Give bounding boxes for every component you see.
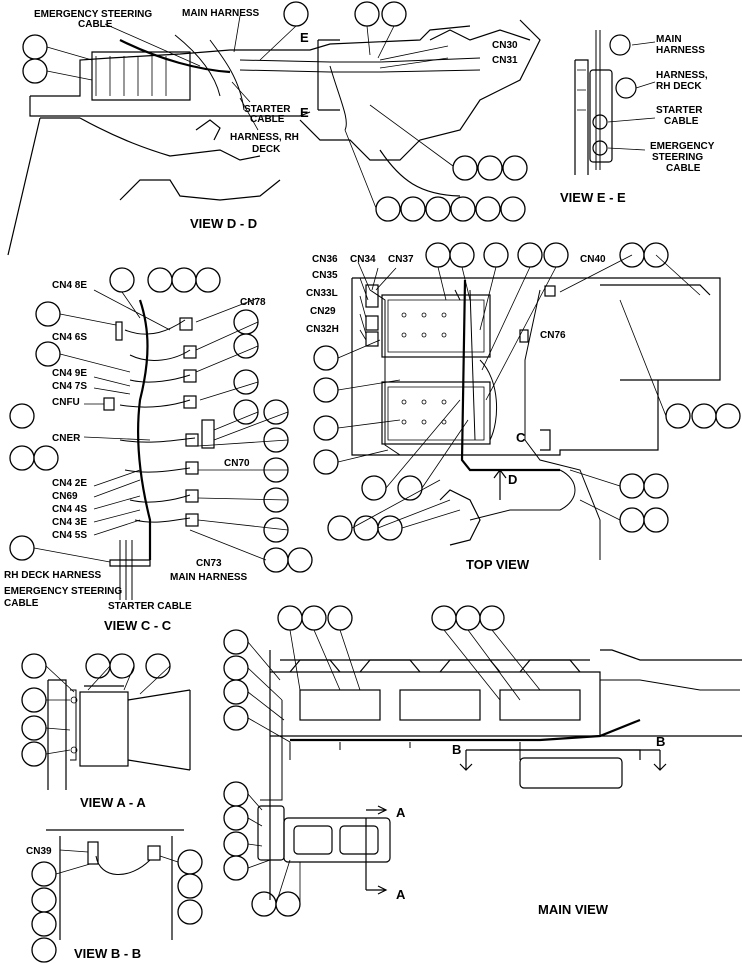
label-cn36: CN36 (312, 254, 338, 265)
label-emergency-ee-2: STEERING (652, 152, 703, 163)
label-rh-deck-harness: RH DECK HARNESS (4, 570, 102, 581)
main-view-title: MAIN VIEW (538, 902, 609, 917)
view-bb-title: VIEW B - B (74, 946, 141, 961)
label-cn48e: CN4 8E (52, 280, 87, 291)
label-starter-ee-1: STARTER (656, 105, 703, 116)
view-aa-callouts (21, 653, 171, 767)
main-view-callouts (223, 605, 505, 917)
label-cn70: CN70 (224, 458, 250, 469)
label-cn73: CN73 (196, 558, 222, 569)
label-main-harness-ee-2: HARNESS (656, 45, 705, 56)
label-cnfu: CNFU (52, 397, 80, 408)
view-ee-title: VIEW E - E (560, 190, 626, 205)
label-emergency-cc-1: EMERGENCY STEERING (4, 586, 122, 597)
label-cn43e: CN4 3E (52, 517, 87, 528)
label-cn40: CN40 (580, 254, 606, 265)
section-e-bottom: E (300, 105, 309, 120)
label-cn31: CN31 (492, 55, 518, 66)
view-dd: EMERGENCY STEERING CABLE MAIN HARNESS ST… (7, 1, 541, 256)
section-e-top: E (300, 30, 309, 45)
label-harness-rh-ee-1: HARNESS, (656, 70, 708, 81)
section-d-marker: D (508, 472, 517, 487)
label-harness-rh-dd-1: HARNESS, RH (230, 132, 299, 143)
label-cn69: CN69 (52, 491, 78, 502)
view-bb-callouts (31, 849, 203, 963)
label-emergency-ee-1: EMERGENCY (650, 141, 715, 152)
label-starter-dd-2: CABLE (250, 114, 285, 125)
label-emergency-cc-2: CABLE (4, 598, 39, 609)
label-cn34: CN34 (350, 254, 376, 265)
section-c-marker: C (516, 430, 526, 445)
top-view-title: TOP VIEW (466, 557, 530, 572)
battery-terminals (401, 312, 447, 425)
label-emergency-ee-3: CABLE (666, 163, 701, 174)
label-cn45s: CN4 5S (52, 530, 87, 541)
label-cn39: CN39 (26, 846, 52, 857)
label-cn46s: CN4 6S (52, 332, 87, 343)
label-cn32h: CN32H (306, 324, 339, 335)
top-view-callouts (313, 242, 741, 541)
view-cc: CN4 8E CN78 CN4 6S CN4 9E CN4 7S CNFU CN… (4, 267, 313, 633)
label-cn42e: CN4 2E (52, 478, 87, 489)
label-cner: CNER (52, 433, 81, 444)
label-main-harness-dd: MAIN HARNESS (182, 8, 260, 19)
view-aa: VIEW A - A (21, 653, 191, 810)
view-dd-title: VIEW D - D (190, 216, 257, 231)
label-cn37: CN37 (388, 254, 414, 265)
view-ee: MAIN HARNESS HARNESS, RH DECK STARTER CA… (560, 30, 715, 205)
label-starter-cc: STARTER CABLE (108, 601, 192, 612)
section-b-left: B (452, 742, 461, 757)
view-dd-callouts (22, 1, 528, 222)
main-view: A A B B MAIN VIEW (223, 605, 742, 917)
view-bb: CN39 VIEW B - B (26, 829, 203, 963)
label-starter-dd-1: STARTER (244, 104, 291, 115)
label-cn29: CN29 (310, 306, 336, 317)
top-view: CN36 CN34 CN37 CN35 CN33L CN29 CN32H CN4… (306, 242, 741, 572)
section-b-right: B (656, 734, 665, 749)
label-cn33l: CN33L (306, 288, 338, 299)
label-cn44s: CN4 4S (52, 504, 87, 515)
view-aa-title: VIEW A - A (80, 795, 146, 810)
label-main-harness-ee-1: MAIN (656, 34, 682, 45)
label-cn76: CN76 (540, 330, 566, 341)
section-a-bottom: A (396, 887, 406, 902)
label-cn47s: CN4 7S (52, 381, 87, 392)
label-main-harness-cc: MAIN HARNESS (170, 572, 248, 583)
label-cn49e: CN4 9E (52, 368, 87, 379)
label-cn78: CN78 (240, 297, 266, 308)
section-a-top: A (396, 805, 406, 820)
label-harness-rh-dd-2: DECK (252, 144, 281, 155)
label-emergency-steering-dd-2: CABLE (78, 19, 113, 30)
label-cn35: CN35 (312, 270, 338, 281)
label-emergency-steering-dd-1: EMERGENCY STEERING (34, 9, 152, 20)
label-cn30: CN30 (492, 40, 518, 51)
label-starter-ee-2: CABLE (664, 116, 699, 127)
view-cc-title: VIEW C - C (104, 618, 172, 633)
label-harness-rh-ee-2: RH DECK (656, 81, 702, 92)
